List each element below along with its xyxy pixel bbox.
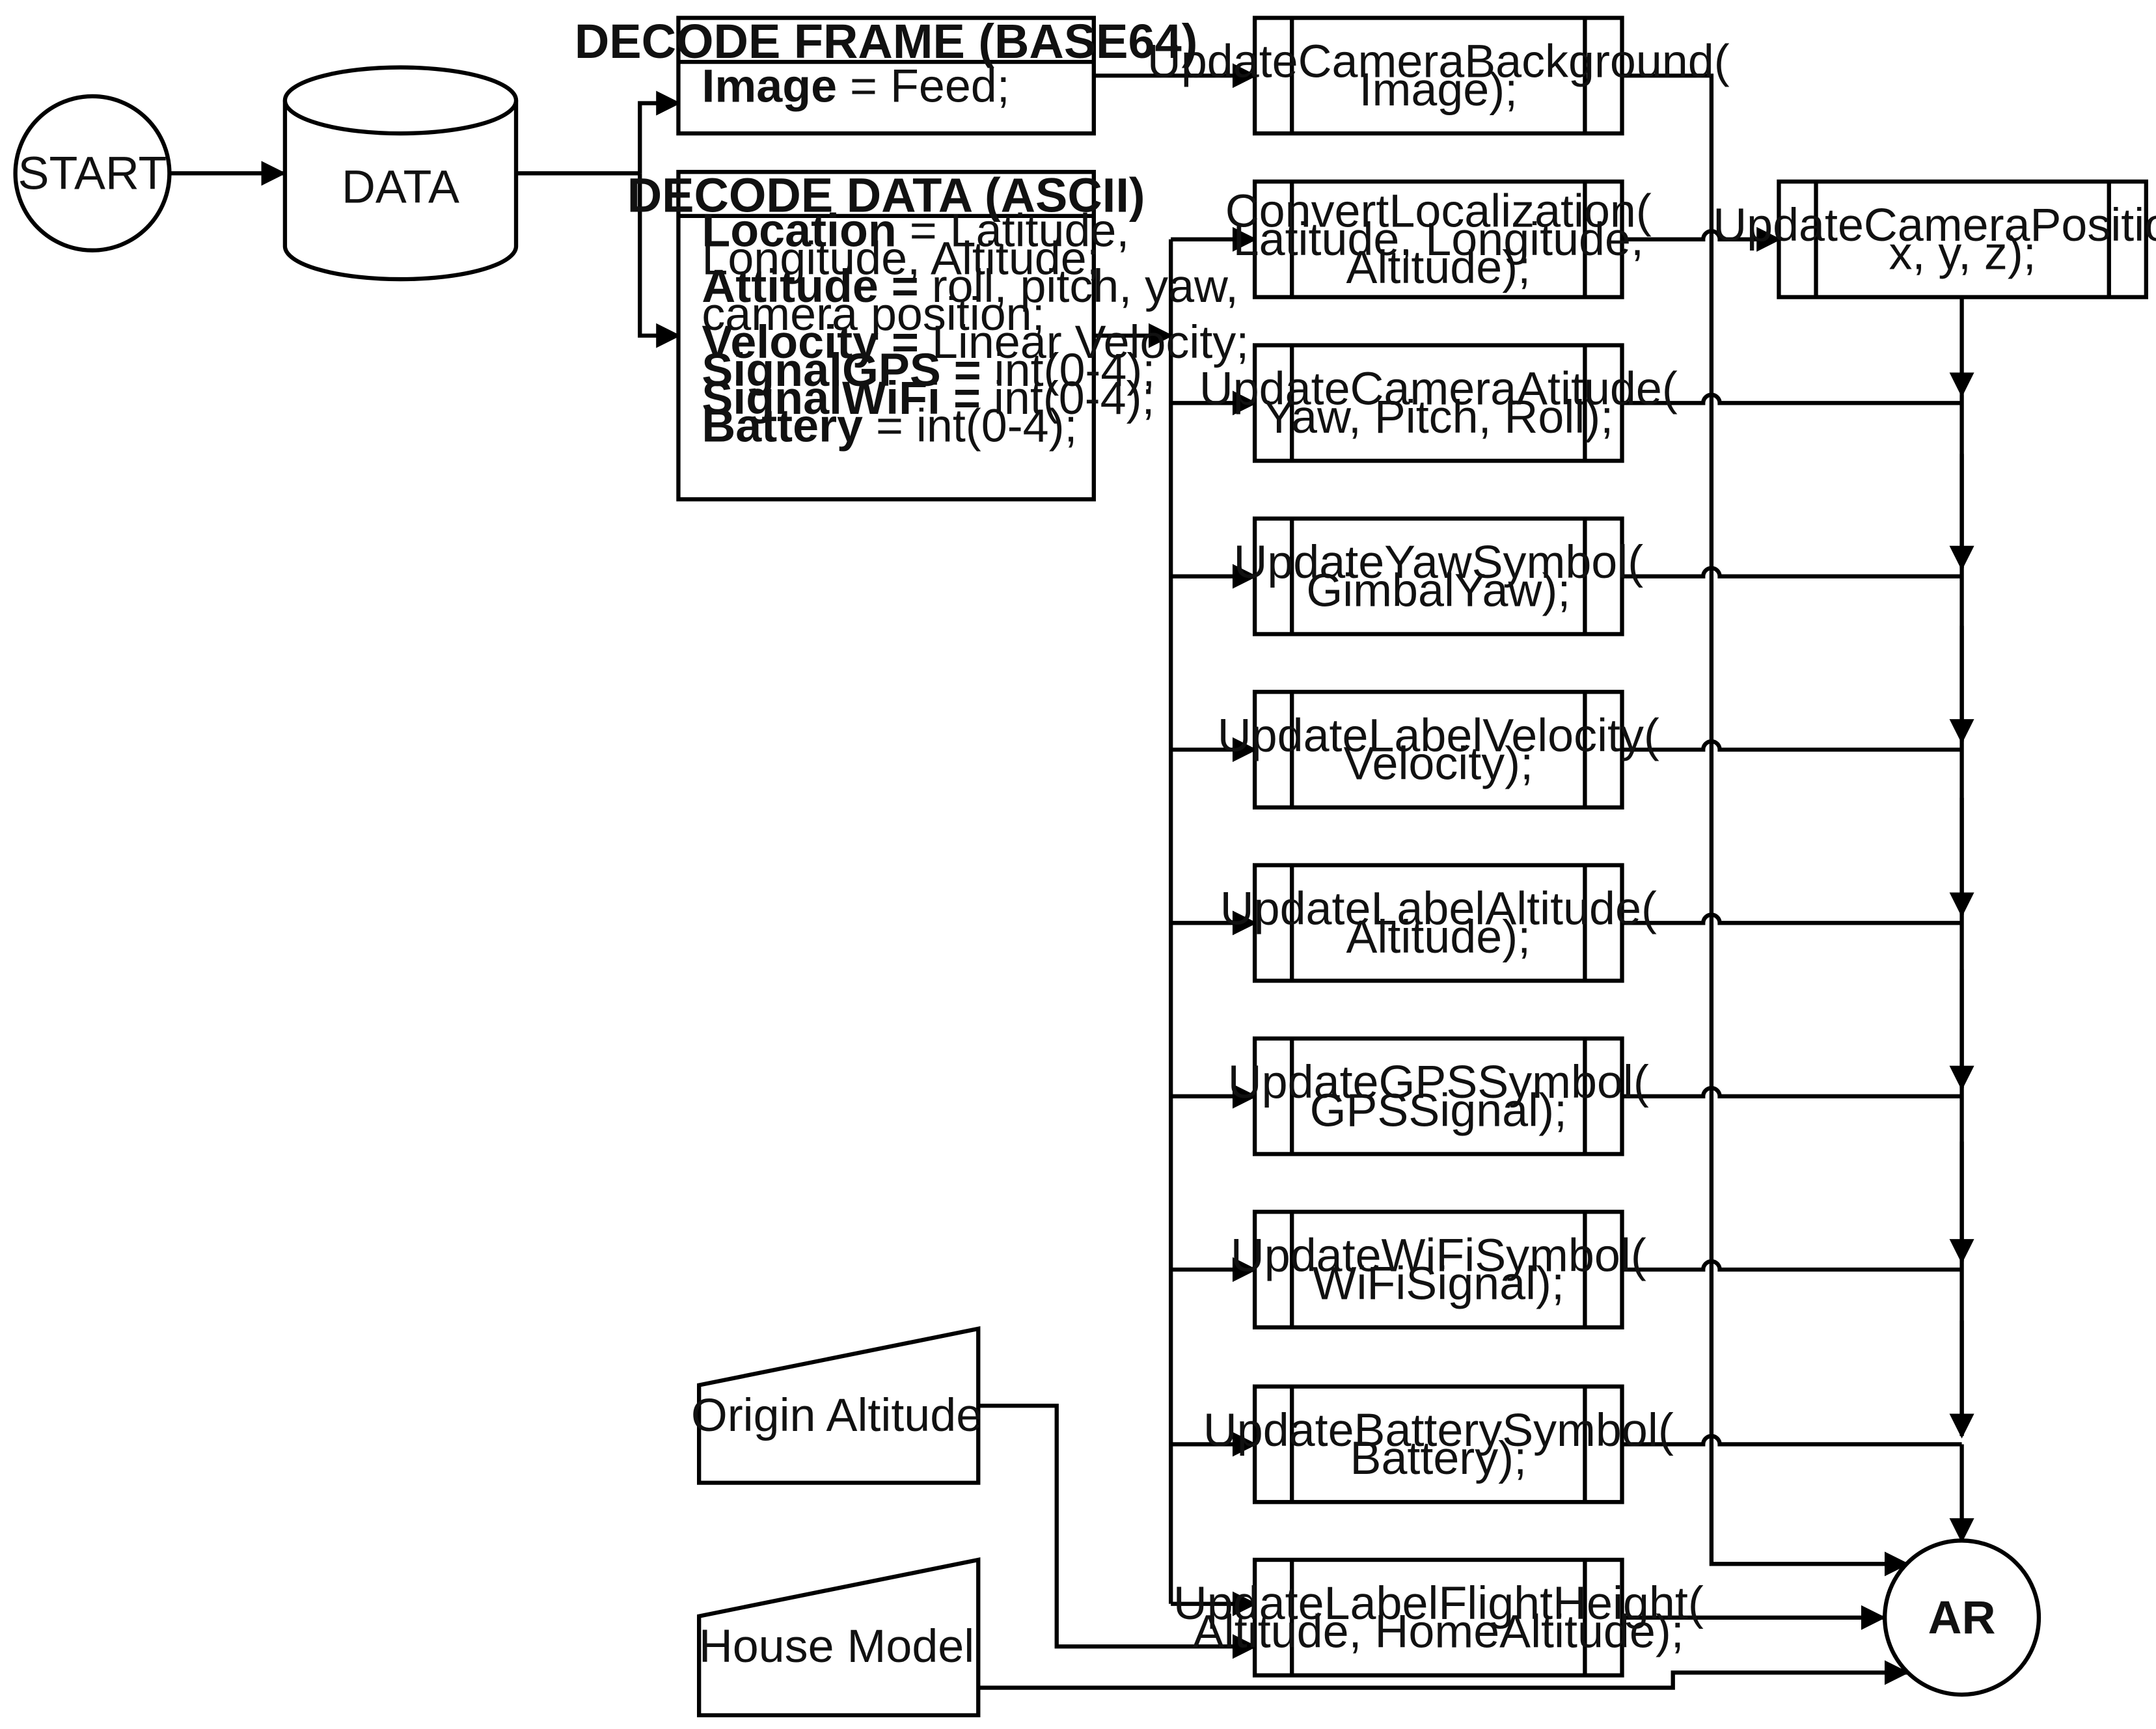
decode-data-line: Velocity = Linear Velocity; bbox=[702, 316, 1249, 368]
house-model-label: House Model bbox=[699, 1620, 974, 1672]
process-label-line: Latitude, Longitude, bbox=[1233, 213, 1644, 265]
decode-data-body: Location = Latitude,Longitude, Altitude;… bbox=[702, 204, 1249, 452]
origin-altitude-label: Origin Altitude bbox=[691, 1389, 982, 1441]
edge-gps-out bbox=[1622, 1085, 1962, 1098]
process-label-line: x, y, z); bbox=[1889, 227, 2036, 279]
decode-data-value: camera position; bbox=[702, 288, 1044, 340]
process-label-velocity: UpdateLabelVelocity(Velocity); bbox=[1218, 690, 1659, 810]
process-label-line: Altitude); bbox=[1346, 241, 1531, 293]
ar-node: AR bbox=[1883, 1538, 2041, 1697]
decode-data-value: roll, pitch, yaw, bbox=[919, 260, 1238, 312]
process-label-line: Image); bbox=[1359, 64, 1518, 116]
decode-data-title: DECODE DATA (ASCII) bbox=[627, 169, 1145, 223]
data-label: DATA bbox=[342, 161, 459, 213]
process-yaw-symbol: UpdateYawSymbol(GimbalYaw); bbox=[1233, 516, 1643, 636]
process-label-altitude: UpdateLabelAltitude(Altitude); bbox=[1220, 863, 1657, 983]
decode-data-box: DECODE DATA (ASCII) Location = Latitude,… bbox=[627, 169, 1249, 502]
decode-data-line: Location = Latitude, bbox=[702, 204, 1129, 256]
process-label-line: Yaw, Pitch, Roll); bbox=[1263, 391, 1613, 443]
edge-convert-position bbox=[1622, 226, 1782, 252]
edge-yaw-out bbox=[1622, 565, 1962, 579]
process-label-line: Altitude, HomeAltitude); bbox=[1193, 1605, 1684, 1657]
process-wifi-symbol: UpdateWiFiSymbol(WiFiSignal); bbox=[1231, 1210, 1646, 1329]
data-store: DATA bbox=[282, 65, 519, 282]
process-label-line: Altitude); bbox=[1346, 911, 1531, 963]
edge-battery-out bbox=[1622, 1434, 1962, 1447]
ar-label: AR bbox=[1928, 1592, 1996, 1644]
edge-split-decode-frame bbox=[638, 90, 681, 174]
decode-data-value: = int(0-4); bbox=[863, 400, 1077, 452]
decode-frame-value: = Feed; bbox=[837, 60, 1010, 112]
process-label-line: UpdateCameraBackground( bbox=[1147, 36, 1730, 88]
process-battery-symbol: UpdateBatterySymbol(Battery); bbox=[1203, 1384, 1674, 1504]
process-label-line: GPSSignal); bbox=[1310, 1084, 1567, 1136]
process-label-line: WiFiSignal); bbox=[1313, 1258, 1564, 1310]
process-label-line: UpdateYawSymbol( bbox=[1233, 536, 1643, 588]
process-label-line: UpdateLabelFlightHeight( bbox=[1173, 1577, 1704, 1629]
process-label-line: UpdateCameraPosition( bbox=[1713, 199, 2156, 251]
decode-data-value: int(0-4); bbox=[981, 372, 1155, 424]
process-label-line: Velocity); bbox=[1344, 738, 1534, 790]
process-camera-position: UpdateCameraPosition(x, y, z); bbox=[1713, 179, 2156, 299]
decode-data-key: SignalWiFi = bbox=[702, 372, 981, 424]
decode-data-key: Location bbox=[702, 204, 896, 256]
process-camera-background: UpdateCameraBackground(Image); bbox=[1147, 16, 1730, 136]
decode-data-line: Attitude = roll, pitch, yaw, bbox=[702, 260, 1238, 312]
process-label-line: UpdateBatterySymbol( bbox=[1203, 1404, 1674, 1456]
decode-data-line: SignalGPS = int(0-4); bbox=[702, 344, 1155, 396]
decode-data-line: Longitude, Altitude; bbox=[702, 232, 1099, 284]
process-label-line: UpdateLabelAltitude( bbox=[1220, 883, 1657, 935]
edge-house-ar bbox=[978, 1660, 1909, 1690]
process-label-line: UpdateGPSSymbol( bbox=[1228, 1056, 1649, 1108]
decode-frame-box: DECODE FRAME (BASE64) Image = Feed; bbox=[575, 14, 1198, 136]
start-node: START bbox=[13, 94, 172, 252]
start-label: START bbox=[18, 147, 167, 199]
process-label-line: ConvertLocalization( bbox=[1225, 185, 1652, 237]
house-model-input: House Model bbox=[696, 1557, 981, 1718]
decode-frame-body: Image = Feed; bbox=[702, 60, 1009, 112]
process-label-line: UpdateLabelVelocity( bbox=[1218, 709, 1659, 761]
decode-data-key: Attitude = bbox=[702, 260, 918, 312]
process-label-line: UpdateCameraAtitude( bbox=[1199, 363, 1678, 415]
decode-data-value: Longitude, Altitude; bbox=[702, 232, 1099, 284]
process-label-line: UpdateWiFiSymbol( bbox=[1231, 1229, 1646, 1281]
edge-origin-flight-height bbox=[978, 1404, 1257, 1659]
decode-data-line: Battery = int(0-4); bbox=[702, 400, 1077, 452]
process-gps-symbol: UpdateGPSSymbol(GPSSignal); bbox=[1228, 1036, 1649, 1156]
decode-data-key: SignalGPS = bbox=[702, 344, 981, 396]
decode-data-value: int(0-4); bbox=[981, 344, 1156, 396]
process-label-line: GimbalYaw); bbox=[1306, 564, 1570, 616]
edge-velocity-out bbox=[1622, 739, 1962, 752]
process-label-flight-height: UpdateLabelFlightHeight(Altitude, HomeAl… bbox=[1173, 1557, 1704, 1678]
decode-frame-line: Image = Feed; bbox=[702, 60, 1009, 112]
process-label-line: Battery); bbox=[1350, 1432, 1527, 1484]
edge-split-decode-data bbox=[638, 173, 681, 348]
decode-data-key: Velocity = bbox=[702, 316, 919, 368]
edge-wifi-out bbox=[1622, 1259, 1962, 1272]
decode-data-line: SignalWiFi = int(0-4); bbox=[702, 372, 1154, 424]
edge-attitude-out bbox=[1622, 392, 1962, 405]
process-camera-attitude: UpdateCameraAtitude(Yaw, Pitch, Roll); bbox=[1199, 343, 1678, 463]
edge-altitude-out bbox=[1622, 912, 1962, 925]
edge-background-ar bbox=[1622, 74, 1909, 1577]
decode-data-line: camera position; bbox=[702, 288, 1044, 340]
process-convert-localization: ConvertLocalization(Latitude, Longitude,… bbox=[1225, 179, 1652, 299]
origin-altitude-input: Origin Altitude bbox=[691, 1326, 982, 1485]
decode-data-key: Battery bbox=[702, 400, 863, 452]
decode-frame-key: Image bbox=[702, 60, 837, 112]
decode-data-value: = Latitude, bbox=[897, 204, 1130, 256]
connectors bbox=[169, 63, 1974, 1690]
decode-frame-title: DECODE FRAME (BASE64) bbox=[575, 14, 1198, 68]
decode-data-value: Linear Velocity; bbox=[919, 316, 1249, 368]
process-boxes: UpdateCameraBackground(Image); ConvertLoc… bbox=[1147, 16, 2156, 1678]
